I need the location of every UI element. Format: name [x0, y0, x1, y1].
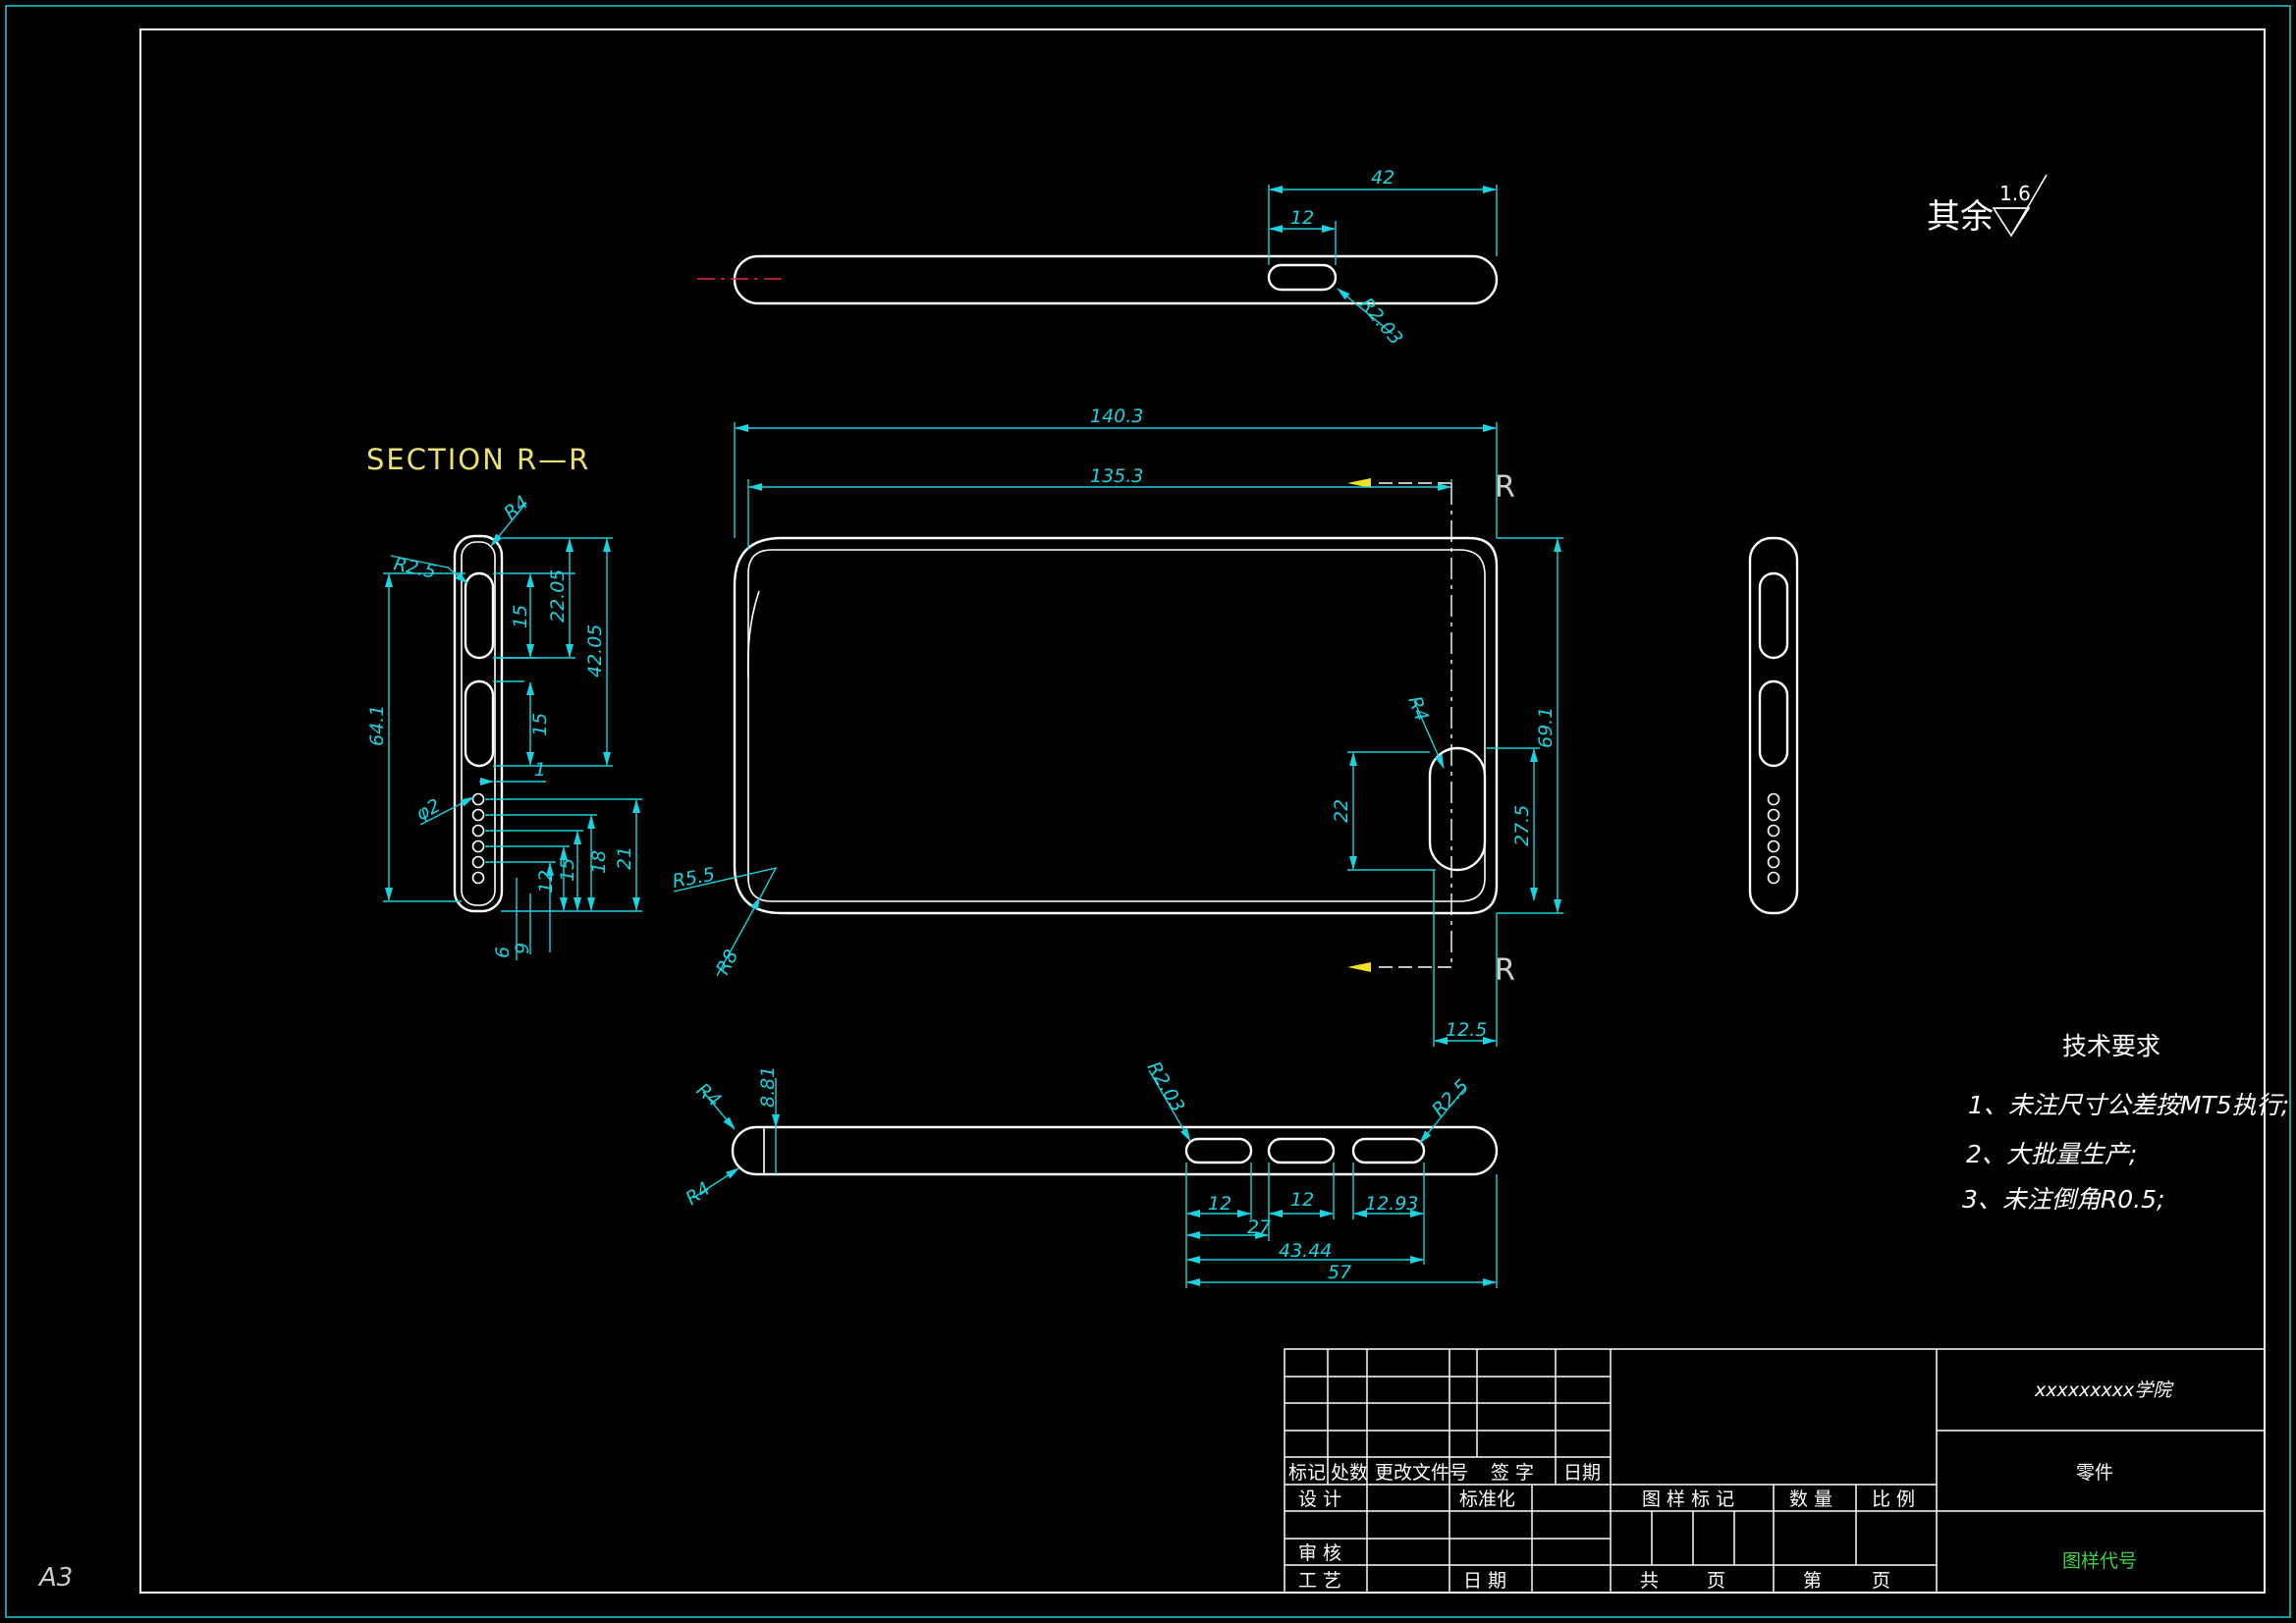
roughness-prefix: 其余	[1927, 197, 1994, 237]
dim-22: 22	[1331, 799, 1352, 823]
bottom-view: 8.81 R4 R4 R2.03 R2.5 12 12 12.93 27 43.…	[682, 1058, 1499, 1288]
label-date: 日 期	[1463, 1570, 1506, 1592]
sheet-size-label: A3	[37, 1563, 73, 1593]
dim-12-bottom-a: 12	[1208, 1193, 1231, 1215]
tech-req-item-1: 1、未注尺寸公差按MT5执行;	[1968, 1091, 2289, 1119]
section-view: SECTION R—R 15 22.05 42.05	[366, 443, 642, 960]
dim-r4-bottom-b: R4	[682, 1178, 714, 1211]
dim-12-top: 12	[1290, 207, 1314, 229]
front-view: R R 140.3 135.3 69.1 27.5 22 12.5 R4 R5	[671, 406, 1563, 1047]
label-design: 设 计	[1298, 1488, 1341, 1510]
tech-req-title: 技术要求	[2062, 1032, 2160, 1060]
part-name: 零件	[2076, 1462, 2113, 1484]
school-name: xxxxxxxxx学院	[2034, 1380, 2174, 1401]
outer-frame	[5, 5, 2291, 1618]
dim-r2-03-bottom: R2.03	[1143, 1058, 1189, 1116]
dim-12-sec: 12	[535, 870, 557, 893]
section-label: SECTION R—R	[366, 443, 590, 476]
dim-r4-front: R4	[1403, 693, 1432, 724]
dim-r5-5: R5.5	[671, 864, 717, 893]
label-scale: 比 例	[1872, 1488, 1915, 1510]
cut-mark-bottom: R	[1495, 953, 1515, 988]
mic-holes	[471, 792, 485, 885]
dim-21: 21	[614, 846, 635, 870]
tech-req-item-2: 2、大批量生产;	[1966, 1140, 2137, 1168]
dim-140-3: 140.3	[1090, 406, 1143, 427]
header-date: 日期	[1563, 1462, 1601, 1484]
tech-req-item-3: 3、未注倒角R0.5;	[1962, 1185, 2164, 1214]
dim-6: 6	[492, 947, 514, 958]
dim-phi2: φ2	[412, 794, 444, 825]
header-sign: 签 字	[1491, 1462, 1534, 1484]
dim-27-5: 27.5	[1511, 805, 1533, 846]
dim-r4-bottom-a: R4	[692, 1079, 726, 1111]
dim-15-c: 15	[557, 858, 578, 882]
dim-15-b: 15	[529, 713, 551, 736]
dim-r8: R8	[712, 947, 742, 979]
dim-27: 27	[1247, 1217, 1271, 1238]
roughness-note: 其余 1.6	[1927, 174, 2048, 238]
dim-9: 9	[512, 943, 533, 954]
dim-1: 1	[534, 759, 546, 781]
dim-8-81: 8.81	[757, 1066, 779, 1108]
dim-42-05: 42.05	[584, 624, 606, 677]
dim-22-05: 22.05	[547, 569, 569, 622]
dim-64-1: 64.1	[366, 705, 388, 746]
header-change-doc: 更改文件号	[1375, 1462, 1468, 1484]
label-drawing-mark: 图 样 标 记	[1642, 1488, 1734, 1510]
dim-r2-5-sec: R2.5	[392, 553, 438, 583]
label-review: 审 核	[1298, 1542, 1341, 1564]
tech-requirements: 技术要求 1、未注尺寸公差按MT5执行; 2、大批量生产; 3、未注倒角R0.5…	[1962, 1032, 2289, 1214]
header-mark: 标记	[1288, 1462, 1326, 1484]
top-view: 42 12 R2.03	[697, 167, 1499, 350]
dim-12-bottom-b: 12	[1290, 1189, 1314, 1211]
dim-57: 57	[1328, 1262, 1351, 1283]
title-block: 标记 处数 更改文件号 签 字 日期 设 计 标准化 审 核 工 艺 日 期 图…	[1284, 1348, 2266, 1594]
dim-42: 42	[1371, 167, 1394, 189]
dim-15-a: 15	[510, 605, 531, 628]
dim-18: 18	[588, 850, 610, 874]
label-standardize: 标准化	[1459, 1488, 1515, 1510]
roughness-value: 1.6	[1999, 182, 2031, 205]
side-view	[1748, 536, 1799, 915]
dim-12-5: 12.5	[1446, 1019, 1487, 1041]
cut-mark-top: R	[1495, 470, 1515, 505]
dim-r203-top: R2.03	[1355, 294, 1407, 350]
drawing-code: 图样代号	[2062, 1550, 2137, 1572]
label-total: 共	[1640, 1570, 1659, 1592]
inner-frame	[139, 28, 2266, 1594]
label-page-2: 页	[1872, 1570, 1890, 1592]
dim-43-44: 43.44	[1279, 1240, 1332, 1262]
dim-r4-sec: R4	[500, 492, 533, 524]
dim-69-1: 69.1	[1535, 707, 1557, 748]
dim-12-93: 12.93	[1365, 1193, 1418, 1215]
label-quantity: 数 量	[1789, 1488, 1832, 1510]
dim-135-3: 135.3	[1090, 465, 1143, 487]
label-sheet-no: 第	[1803, 1570, 1822, 1592]
label-page: 页	[1707, 1570, 1725, 1592]
dim-r2-5-bottom: R2.5	[1428, 1075, 1473, 1120]
label-process: 工 艺	[1298, 1570, 1341, 1592]
header-count: 处数	[1331, 1462, 1368, 1484]
